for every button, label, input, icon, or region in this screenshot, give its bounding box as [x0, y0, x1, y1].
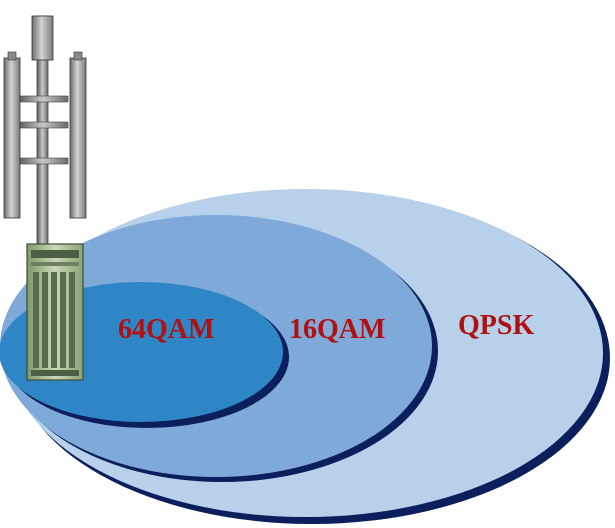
base-station-cabinet-icon	[26, 243, 84, 381]
zone-label-64qam: 64QAM	[118, 314, 214, 345]
zone-label-qpsk: QPSK	[458, 310, 534, 341]
zone-label-16qam: 16QAM	[289, 314, 385, 345]
antenna-tower-icon	[3, 15, 87, 253]
